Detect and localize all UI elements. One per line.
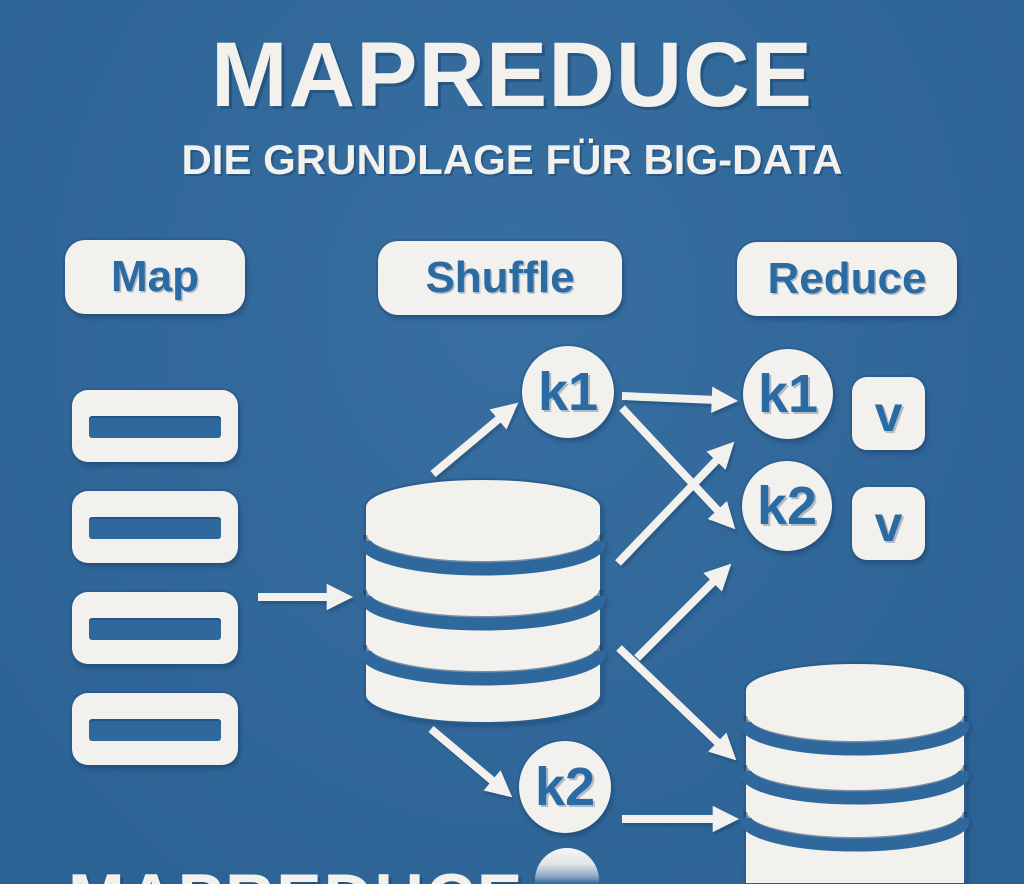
- reduce-value-2: v: [852, 487, 925, 560]
- stage-label-map: Map: [65, 240, 245, 314]
- arrow-store-to-reduce-mid: [634, 563, 732, 661]
- database-icon: [361, 478, 605, 724]
- map-record-inner-bar: [89, 416, 221, 438]
- page-subtitle: DIE GRUNDLAGE FÜR BIG-DATA: [181, 136, 843, 183]
- shuffle-key-k1: k1: [522, 346, 614, 438]
- stage-label-reduce-text: Reduce: [767, 254, 927, 303]
- arrow-k1-to-reduce-k2: [619, 405, 736, 530]
- map-record-inner-bar: [89, 618, 221, 640]
- arrow-store-to-shuffle-k1: [430, 402, 519, 478]
- map-record-icon: [72, 491, 238, 563]
- reduce-value-2-text: v: [874, 495, 903, 552]
- reduce-key-k1: k1: [743, 349, 833, 439]
- stage-label-map-text: Map: [111, 252, 199, 301]
- arrow-k1-to-reduce-k1: [621, 386, 739, 414]
- reduce-key-k2: k2: [742, 461, 832, 551]
- map-record-inner-bar: [89, 517, 221, 539]
- footer-title-cropped: MAPREDUCE: [68, 864, 524, 884]
- stage-label-shuffle-text: Shuffle: [425, 253, 575, 302]
- arrow-store-to-shuffle-k2: [428, 725, 513, 798]
- stage-label-reduce: Reduce: [737, 242, 957, 316]
- reduce-value-1: v: [852, 377, 925, 450]
- map-records-column: [72, 390, 238, 765]
- database-icon: [741, 662, 969, 884]
- reduce-value-1-text: v: [874, 385, 903, 442]
- shuffle-key-k1-text: k1: [537, 362, 599, 422]
- page-title: MAPREDUCE: [211, 24, 813, 126]
- arrow-store-to-reduce-k2: [615, 441, 735, 566]
- reduce-key-k2-text: k2: [756, 476, 818, 536]
- shuffle-key-k2-text: k2: [534, 757, 596, 817]
- map-record-icon: [72, 592, 238, 664]
- shuffle-key-k2: k2: [519, 741, 611, 833]
- stage-label-shuffle: Shuffle: [378, 241, 622, 315]
- map-record-icon: [72, 693, 238, 765]
- reduce-key-k1-text: k1: [757, 364, 819, 424]
- map-record-inner-bar: [89, 719, 221, 741]
- arrow-store-to-output: [616, 645, 737, 761]
- map-record-icon: [72, 390, 238, 462]
